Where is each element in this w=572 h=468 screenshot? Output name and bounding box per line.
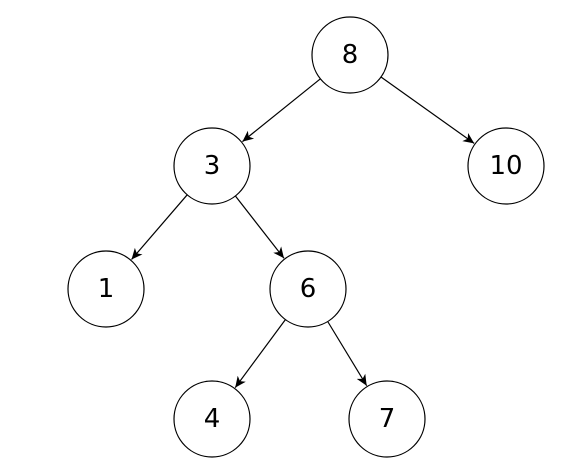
edge-6-to-4 bbox=[234, 319, 286, 388]
node-circle bbox=[67, 250, 145, 328]
edge-3-to-1 bbox=[131, 194, 188, 260]
tree-node-3: 3 bbox=[173, 127, 251, 205]
tree-node-8: 8 bbox=[311, 16, 389, 94]
node-label: 10 bbox=[489, 151, 522, 181]
edge-8-to-3 bbox=[242, 78, 321, 143]
tree-node-6: 6 bbox=[269, 250, 347, 328]
tree-node-10: 10 bbox=[467, 127, 545, 205]
node-circle bbox=[311, 16, 389, 94]
node-label: 1 bbox=[98, 274, 115, 304]
edge-3-to-6 bbox=[234, 195, 285, 259]
edges-layer bbox=[131, 76, 475, 388]
node-circle bbox=[269, 250, 347, 328]
tree-node-1: 1 bbox=[67, 250, 145, 328]
edge-8-to-10 bbox=[380, 76, 475, 144]
node-circle bbox=[467, 127, 545, 205]
node-circle bbox=[348, 380, 426, 458]
node-label: 6 bbox=[300, 274, 317, 304]
node-label: 4 bbox=[204, 404, 221, 434]
node-label: 3 bbox=[204, 151, 221, 181]
tree-node-4: 4 bbox=[173, 380, 251, 458]
node-label: 8 bbox=[342, 40, 359, 70]
node-circle bbox=[173, 127, 251, 205]
edge-6-to-7 bbox=[327, 321, 368, 387]
nodes-layer: 8 3 10 1 6 4 7 bbox=[67, 16, 545, 458]
tree-node-7: 7 bbox=[348, 380, 426, 458]
node-circle bbox=[173, 380, 251, 458]
node-label: 7 bbox=[379, 404, 396, 434]
